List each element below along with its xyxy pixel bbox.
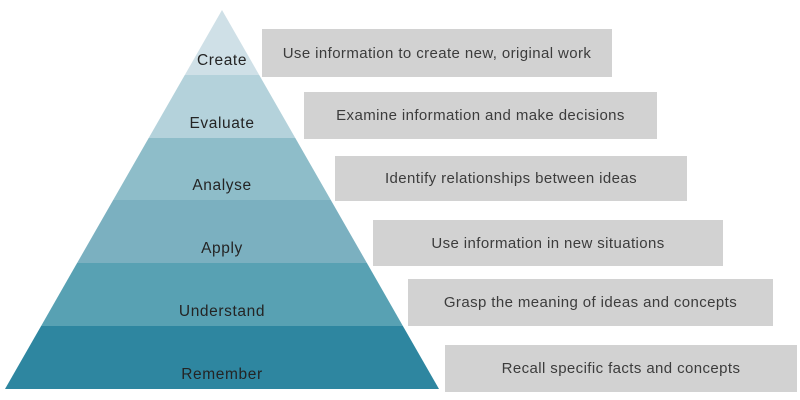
- level-label-understand: Apply: [201, 240, 243, 257]
- description-text-create: Use information to create new, original …: [282, 44, 592, 62]
- level-label-understand: Understand: [178, 303, 266, 320]
- pyramid: Create Evaluate Analyse Apply Understand…: [5, 10, 439, 389]
- description-box-evaluate: Examine information and make decisions: [304, 92, 657, 139]
- pyramid-level-understand: [41, 263, 403, 326]
- description-text-evaluate: Examine information and make decisions: [336, 107, 625, 124]
- pyramid-level-analyse: [113, 138, 331, 200]
- pyramid-level-remember: [5, 326, 439, 389]
- pyramid-level-apply: [77, 200, 367, 263]
- description-box-create: Use information to create new, original …: [262, 29, 612, 77]
- level-label-create: Create: [196, 52, 248, 69]
- level-label-analyse: Analyse: [192, 177, 252, 194]
- description-box-remember: Recall specific facts and concepts: [445, 345, 797, 392]
- description-text-analyse: Identify relationships between ideas: [384, 170, 638, 187]
- description-text-understand: Grasp the meaning of ideas and concepts: [443, 294, 738, 311]
- description-box-understand: Grasp the meaning of ideas and concepts: [408, 279, 773, 326]
- description-box-analyse: Identify relationships between ideas: [335, 156, 687, 201]
- description-text-remember: Recall specific facts and concepts: [501, 360, 741, 377]
- level-label-evaluate: Evaluate: [189, 115, 255, 132]
- description-text-apply: Use information in new situations: [431, 234, 665, 252]
- level-label-remember: Remember: [181, 366, 263, 383]
- description-box-apply: Use information in new situations: [373, 220, 723, 266]
